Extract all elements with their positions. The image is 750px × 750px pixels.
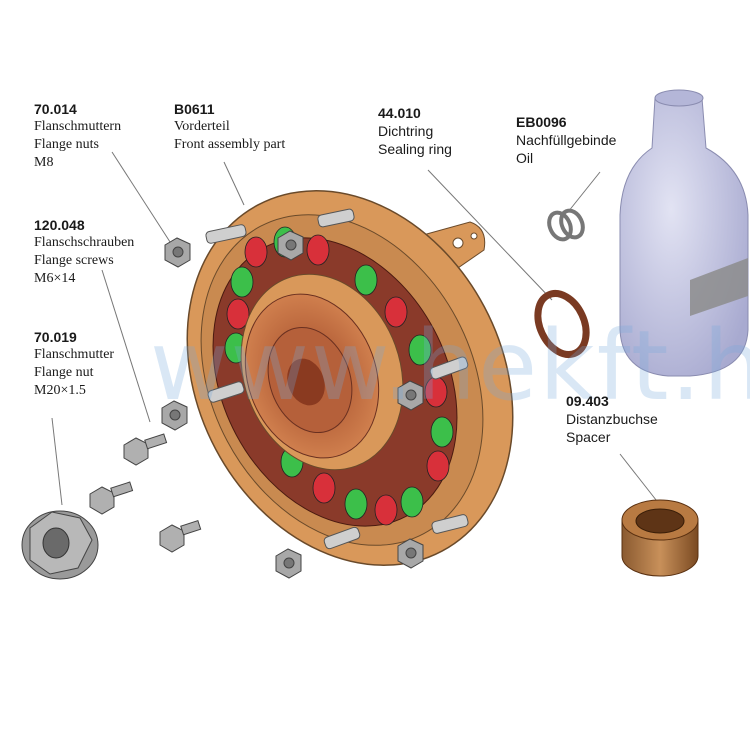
part-name-de: Flanschmuttern	[34, 119, 122, 134]
part-name-en: Flange nut	[34, 365, 94, 380]
spacer	[621, 499, 699, 577]
label-flange-screws: 120.048 Flanschschrauben Flange screws M…	[34, 216, 134, 288]
part-code: 70.019	[34, 329, 77, 345]
part-code: 120.048	[34, 217, 85, 233]
sealing-ring	[534, 290, 590, 358]
part-code: B0611	[174, 101, 215, 117]
part-code: 70.014	[34, 101, 77, 117]
part-name-en: Flange nuts	[34, 137, 99, 152]
label-spacer: 09.403 Distanzbuchse Spacer	[566, 392, 658, 446]
leader-lines	[51, 151, 661, 506]
part-name-de: Flanschschrauben	[34, 235, 135, 250]
large-flange-nut	[21, 510, 99, 580]
flange-nuts	[161, 230, 424, 579]
label-sealing-ring: 44.010 Dichtring Sealing ring	[378, 104, 452, 158]
part-name-de: Dichtring	[378, 123, 434, 139]
oil-bottle	[619, 89, 749, 377]
label-flange-nuts: 70.014 Flanschmuttern Flange nuts M8	[34, 100, 121, 172]
hex-nut-icon	[275, 548, 302, 579]
label-oil: EB0096 Nachfüllgebinde Oil	[516, 113, 616, 167]
part-name-de: Vorderteil	[174, 119, 230, 134]
hex-nut-icon	[397, 538, 424, 569]
part-size: M6×14	[34, 271, 76, 286]
flange-screws	[89, 433, 202, 553]
part-name-de: Distanzbuchse	[566, 411, 658, 427]
o-rings	[547, 208, 585, 242]
part-name-de: Nachfüllgebinde	[516, 132, 617, 148]
part-name-en: Oil	[516, 150, 534, 166]
part-name-en: Sealing ring	[378, 141, 452, 157]
label-flange-nut: 70.019 Flanschmutter Flange nut M20×1.5	[34, 328, 114, 400]
watermark: www.hekft.hu	[150, 310, 750, 422]
bolt-icon	[123, 433, 168, 466]
part-name-en: Spacer	[566, 429, 611, 445]
hex-nut-icon	[164, 237, 191, 268]
part-code: 44.010	[378, 105, 421, 121]
hex-nut-icon	[397, 380, 424, 411]
hex-nut-icon	[161, 400, 188, 431]
front-assembly-flange	[186, 190, 514, 566]
part-name-en: Front assembly part	[174, 137, 286, 152]
bolt-icon	[89, 481, 134, 515]
part-size: M20×1.5	[34, 383, 86, 398]
flange-studs	[205, 208, 469, 550]
hex-nut-icon	[277, 230, 304, 261]
bolt-icon	[159, 520, 202, 553]
part-name-de: Flanschmutter	[34, 347, 115, 362]
part-code: EB0096	[516, 114, 567, 130]
part-code: 09.403	[566, 393, 609, 409]
part-size: M8	[34, 155, 54, 170]
label-front-assembly: B0611 Vorderteil Front assembly part	[174, 100, 285, 154]
part-name-en: Flange screws	[34, 253, 114, 268]
